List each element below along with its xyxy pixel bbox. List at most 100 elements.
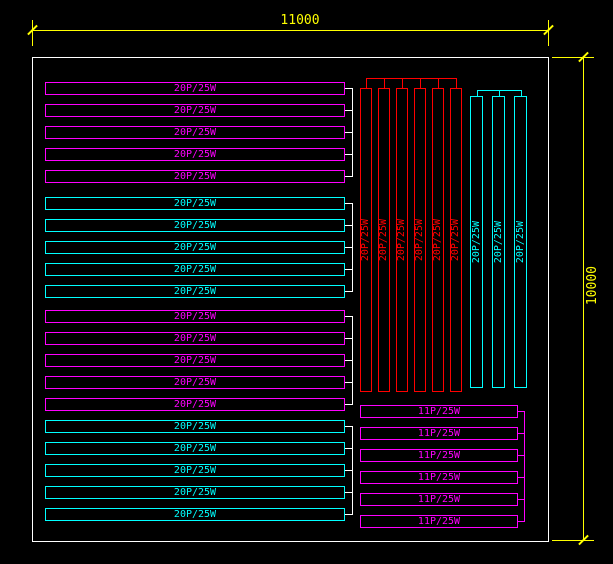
stub-line bbox=[345, 360, 353, 361]
lamp-bar: 20P/25W bbox=[45, 376, 345, 389]
bar-label: 11P/25W bbox=[418, 429, 460, 439]
stub-line bbox=[518, 455, 524, 456]
dimension-line-right bbox=[583, 57, 584, 541]
bar-label: 20P/25W bbox=[361, 219, 371, 261]
lamp-bar: 11P/25W bbox=[360, 493, 518, 506]
lamp-bar: 11P/25W bbox=[360, 405, 518, 418]
extension-line bbox=[552, 57, 594, 58]
bar-label: 20P/25W bbox=[472, 221, 482, 263]
stub-line bbox=[518, 477, 524, 478]
bar-label: 20P/25W bbox=[174, 287, 216, 297]
stub-line bbox=[420, 78, 421, 88]
stub-line bbox=[518, 521, 524, 522]
lamp-bar-vertical: 20P/25W bbox=[432, 88, 444, 392]
trunk-line bbox=[524, 411, 525, 522]
lamp-bar: 20P/25W bbox=[45, 464, 345, 477]
bar-label: 20P/25W bbox=[174, 356, 216, 366]
lamp-bar-vertical: 20P/25W bbox=[360, 88, 372, 392]
lamp-bar: 11P/25W bbox=[360, 471, 518, 484]
stub-line bbox=[345, 132, 353, 133]
stub-line bbox=[456, 78, 457, 88]
stub-line bbox=[345, 492, 353, 493]
stub-line bbox=[518, 411, 524, 412]
stub-line bbox=[345, 269, 353, 270]
lamp-bar-vertical: 20P/25W bbox=[470, 96, 483, 388]
rack-group-left-2: 20P/25W 20P/25W 20P/25W 20P/25W 20P/25W bbox=[45, 197, 345, 298]
bar-label: 20P/25W bbox=[174, 150, 216, 160]
bar-label: 20P/25W bbox=[174, 378, 216, 388]
dim-height-label: 10000 bbox=[585, 266, 600, 305]
stub-line bbox=[366, 78, 367, 88]
lamp-bar: 20P/25W bbox=[45, 197, 345, 210]
lamp-bar: 20P/25W bbox=[45, 148, 345, 161]
bar-label: 20P/25W bbox=[174, 400, 216, 410]
rack-group-left-1: 20P/25W 20P/25W 20P/25W 20P/25W 20P/25W bbox=[45, 82, 345, 183]
bar-label: 20P/25W bbox=[174, 488, 216, 498]
stub-line bbox=[345, 88, 353, 89]
bar-label: 11P/25W bbox=[418, 517, 460, 527]
stub-line bbox=[345, 382, 353, 383]
bar-label: 20P/25W bbox=[174, 199, 216, 209]
bar-label: 11P/25W bbox=[418, 407, 460, 417]
bar-label: 20P/25W bbox=[494, 221, 504, 263]
bar-label: 20P/25W bbox=[174, 106, 216, 116]
header-line bbox=[366, 78, 457, 79]
lamp-bar: 20P/25W bbox=[45, 420, 345, 433]
bar-label: 20P/25W bbox=[174, 84, 216, 94]
lamp-bar: 20P/25W bbox=[45, 310, 345, 323]
lamp-bar: 20P/25W bbox=[45, 332, 345, 345]
stub-line bbox=[345, 176, 353, 177]
lamp-bar: 20P/25W bbox=[45, 263, 345, 276]
lamp-bar: 20P/25W bbox=[45, 398, 345, 411]
lamp-bar-vertical: 20P/25W bbox=[414, 88, 426, 392]
bar-label: 20P/25W bbox=[174, 422, 216, 432]
stub-line bbox=[345, 225, 353, 226]
bar-label: 20P/25W bbox=[516, 221, 526, 263]
bar-label: 20P/25W bbox=[174, 265, 216, 275]
bar-label: 20P/25W bbox=[174, 466, 216, 476]
stub-line bbox=[345, 110, 353, 111]
bar-label: 11P/25W bbox=[418, 473, 460, 483]
stub-line bbox=[384, 78, 385, 88]
stub-line bbox=[438, 78, 439, 88]
stub-line bbox=[345, 470, 353, 471]
lamp-bar: 11P/25W bbox=[360, 427, 518, 440]
lamp-bar-vertical: 20P/25W bbox=[450, 88, 462, 392]
stub-line bbox=[345, 448, 353, 449]
bar-label: 20P/25W bbox=[397, 219, 407, 261]
lamp-bar-vertical: 20P/25W bbox=[492, 96, 505, 388]
extension-line bbox=[552, 540, 594, 541]
lamp-bar: 20P/25W bbox=[45, 285, 345, 298]
bar-label: 20P/25W bbox=[174, 510, 216, 520]
bar-label: 20P/25W bbox=[174, 128, 216, 138]
lamp-bar: 20P/25W bbox=[45, 82, 345, 95]
stub-line bbox=[518, 433, 524, 434]
stub-line bbox=[345, 338, 353, 339]
bar-label: 20P/25W bbox=[174, 243, 216, 253]
dimension-line-top bbox=[32, 30, 549, 31]
lamp-bar: 20P/25W bbox=[45, 126, 345, 139]
stub-line bbox=[345, 404, 353, 405]
bar-label: 20P/25W bbox=[451, 219, 461, 261]
bar-label: 20P/25W bbox=[174, 334, 216, 344]
lamp-bar: 20P/25W bbox=[45, 170, 345, 183]
rack-group-vertical-red: 20P/25W 20P/25W 20P/25W 20P/25W 20P/25W 20P/2… bbox=[360, 88, 462, 392]
stub-line bbox=[345, 203, 353, 204]
lamp-bar: 11P/25W bbox=[360, 515, 518, 528]
stub-line bbox=[345, 514, 353, 515]
bar-label: 20P/25W bbox=[174, 221, 216, 231]
dim-width-label: 11000 bbox=[267, 13, 333, 28]
bar-label: 20P/25W bbox=[415, 219, 425, 261]
bar-label: 11P/25W bbox=[418, 495, 460, 505]
rack-group-vertical-cyan: 20P/25W 20P/25W 20P/25W bbox=[470, 96, 527, 388]
rack-group-bottom-right: 11P/25W 11P/25W 11P/25W 11P/25W 11P/25W 11P/2… bbox=[360, 405, 518, 528]
extension-line bbox=[32, 20, 33, 46]
bar-label: 11P/25W bbox=[418, 451, 460, 461]
rack-group-left-4: 20P/25W20P/25W20P/25W20P/25W20P/25W bbox=[45, 420, 345, 521]
lamp-bar: 20P/25W bbox=[45, 354, 345, 367]
bar-label: 20P/25W bbox=[379, 219, 389, 261]
lamp-bar: 11P/25W bbox=[360, 449, 518, 462]
bar-label: 20P/25W bbox=[433, 219, 443, 261]
stub-line bbox=[345, 316, 353, 317]
